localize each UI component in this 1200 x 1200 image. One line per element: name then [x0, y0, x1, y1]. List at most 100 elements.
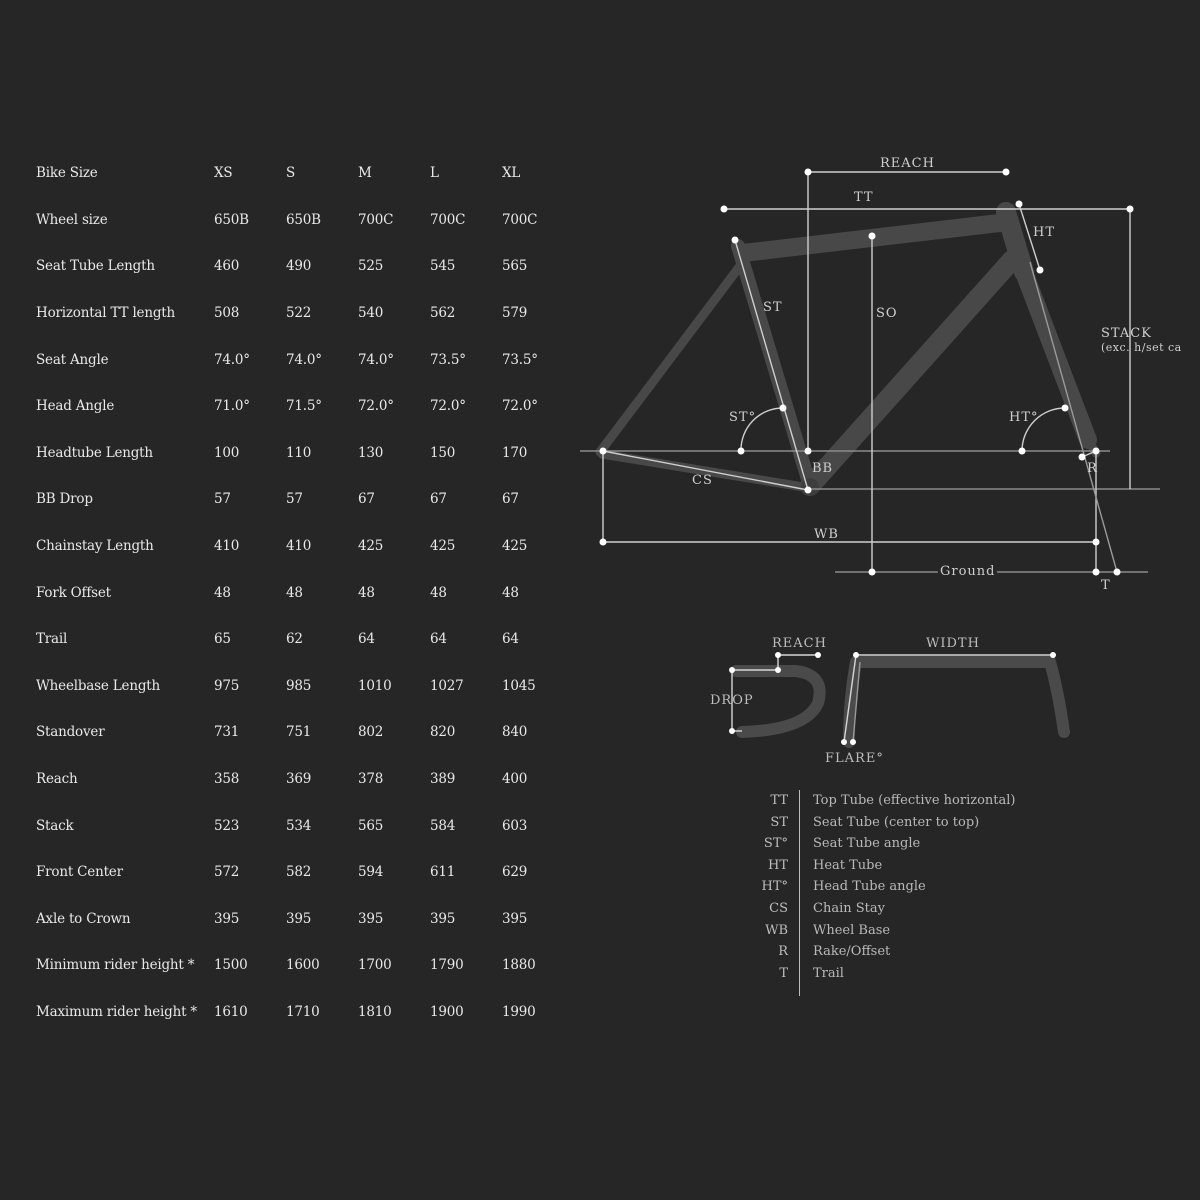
legend-item: CS Chain Stay	[740, 898, 1015, 920]
row-label: Head Angle	[36, 398, 115, 415]
cell-s: 490	[286, 258, 312, 275]
cell-m: 48	[358, 584, 375, 601]
cell-m: 67	[358, 491, 375, 508]
bb-label: BB	[812, 461, 833, 476]
cs-label: CS	[692, 473, 713, 488]
cell-xs: 1610	[214, 1003, 248, 1020]
cell-s: 71.5°	[286, 398, 322, 415]
cell-m: 700C	[358, 211, 394, 228]
cell-l: 820	[430, 724, 456, 741]
cell-xs: 523	[214, 817, 240, 834]
legend-desc: Rake/Offset	[813, 944, 891, 960]
cell-s: 62	[286, 631, 303, 648]
row-label: Wheel size	[36, 211, 108, 228]
row-label: Axle to Crown	[36, 910, 131, 927]
cell-s: 985	[286, 677, 312, 694]
cell-xs: 975	[214, 677, 240, 694]
cell-xl: 170	[502, 444, 528, 461]
legend-desc: Chain Stay	[813, 900, 885, 916]
ground-label-bg: Ground	[940, 564, 996, 579]
cell-xl: 67	[502, 491, 519, 508]
cell-xl: 400	[502, 771, 528, 788]
cell-m: 64	[358, 631, 375, 648]
r-label: R	[1087, 461, 1098, 476]
row-label: BB Drop	[36, 491, 93, 508]
cell-s: 395	[286, 910, 312, 927]
row-label: Seat Tube Length	[36, 258, 155, 275]
header-label: Bike Size	[36, 165, 98, 182]
handlebar-diagram: REACH WIDTH DROP FLARE°	[710, 636, 1070, 766]
legend-desc: Wheel Base	[813, 922, 891, 938]
cell-xs: 460	[214, 258, 240, 275]
cell-xs: 74.0°	[214, 351, 250, 368]
cell-xs: 71.0°	[214, 398, 250, 415]
legend-abbr: HT°	[761, 879, 788, 895]
cell-xl: 72.0°	[502, 398, 538, 415]
cell-xs: 395	[214, 910, 240, 927]
legend-abbr: TT	[770, 793, 788, 808]
row-label: Headtube Length	[36, 444, 153, 461]
cell-xs: 410	[214, 538, 240, 555]
legend-abbr: CS	[769, 900, 788, 916]
legend-item: HT°Head Tube angle	[740, 876, 1015, 898]
t-label: T	[1101, 578, 1111, 593]
cell-l: 425	[430, 538, 456, 555]
size-s: S	[286, 165, 296, 182]
legend-desc: Seat Tube (center to top)	[813, 814, 980, 830]
stack-label: STACK	[1101, 326, 1152, 341]
cell-xl: 603	[502, 817, 528, 834]
dimension-endpoints	[599, 168, 1134, 576]
cell-xl: 425	[502, 538, 528, 555]
seat-tube-shape	[731, 239, 817, 493]
cell-l: 611	[430, 864, 456, 881]
cell-m: 378	[358, 771, 384, 788]
row-label: Front Center	[36, 864, 123, 881]
size-l: L	[430, 165, 439, 182]
legend-desc: Seat Tube angle	[813, 836, 921, 852]
legend-abbr: ST°	[763, 836, 788, 852]
cell-s: 1710	[286, 1003, 320, 1020]
cell-s: 57	[286, 491, 303, 508]
bottom-bracket-shape	[801, 478, 819, 496]
size-xs: XS	[214, 165, 233, 182]
legend-abbr: T	[779, 965, 788, 981]
cell-xl: 629	[502, 864, 528, 881]
row-label: Trail	[36, 631, 68, 648]
st-angle-label: ST°	[729, 410, 756, 425]
bar-reach-label: REACH	[772, 636, 827, 651]
legend-desc: Top Tube (effective horizontal)	[813, 793, 1016, 808]
cell-l: 1900	[430, 1003, 464, 1020]
cell-m: 1700	[358, 957, 392, 974]
cell-s: 410	[286, 538, 312, 555]
cell-l: 584	[430, 817, 456, 834]
cell-xl: 64	[502, 631, 519, 648]
legend-item: TT Top Tube (effective horizontal)	[740, 790, 1015, 812]
cell-s: 1600	[286, 957, 320, 974]
reach-label: REACH	[880, 156, 935, 171]
legend-abbr: ST	[770, 814, 788, 830]
cell-xs: 65	[214, 631, 231, 648]
cell-l: 1027	[430, 677, 464, 694]
row-label: Horizontal TT length	[36, 305, 176, 322]
cell-s: 110	[286, 444, 312, 461]
legend-abbr: R	[778, 944, 788, 960]
down-tube-shape	[800, 250, 1022, 496]
row-label: Fork Offset	[36, 584, 111, 601]
row-label: Minimum rider height *	[36, 957, 195, 974]
